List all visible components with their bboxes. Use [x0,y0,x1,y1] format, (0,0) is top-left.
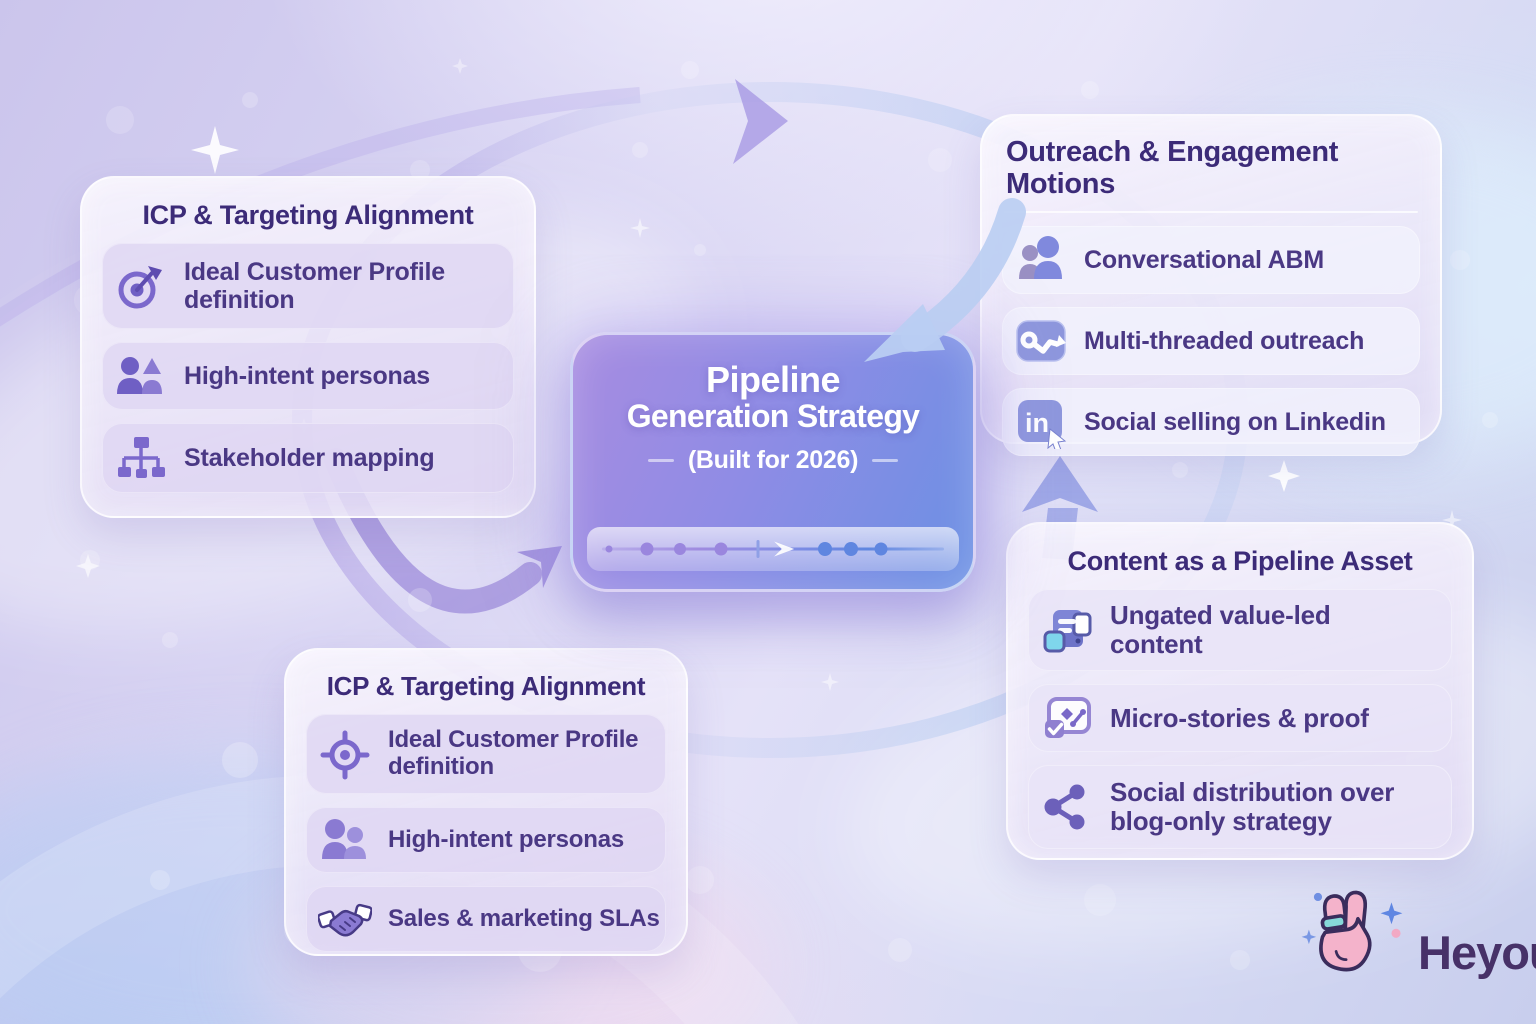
timeline-dot [714,542,728,556]
card-pipeline-strategy: Pipeline Generation Strategy (Built for … [570,332,976,592]
card-icp-targeting-bottom: ICP & Targeting Alignment Ideal Customer… [284,648,688,956]
list-item: Multi-threaded outreach [1002,306,1420,375]
timeline-strip [587,527,959,571]
timeline-dot [605,545,613,553]
list-item: High-intent personas [306,807,666,874]
people-duo-icon [1014,233,1068,287]
timeline-dot [674,543,686,555]
card-title: Content as a Pipeline Asset [1067,546,1413,576]
trend-arrow-icon [1014,314,1068,368]
timeline-tick [756,540,760,558]
up-arrowhead [1022,456,1098,512]
list-item: High-intent personas [102,342,514,411]
divider [1004,210,1418,213]
item-label: Stakeholder mapping [184,444,435,473]
item-label: High-intent personas [184,362,431,391]
timeline-dot [874,542,888,556]
content-stack-icon [1040,603,1094,657]
personas-icon [114,349,168,403]
list-item: Ungated value-led content [1028,589,1452,672]
item-label: Conversational ABM [1084,245,1324,274]
list-item: Ideal Customer Profile definition [306,714,666,795]
card-icp-targeting-top: ICP & Targeting Alignment Ideal Customer… [80,176,536,518]
item-label: Ideal Customer Profile definition [388,726,639,781]
item-label: Micro-stories & proof [1110,702,1369,733]
item-label: High-intent personas [388,825,625,853]
center-title-line1: Pipeline [705,359,841,400]
org-chart-icon [114,431,168,485]
item-label: Sales & marketing SLAs [388,904,660,932]
subtitle-dash [647,458,674,462]
handshake-icon [318,892,372,946]
story-proof-icon [1040,691,1094,745]
subtitle-dash [872,458,899,462]
card-title: ICP & Targeting Alignment [142,200,474,230]
brand-logo: Heyou [1298,880,1536,997]
item-label: Ideal Customer Profile definition [184,258,445,315]
svg-text:in: in [1025,408,1049,438]
list-item: Ideal Customer Profile definition [102,243,514,330]
timeline-dot [844,542,859,556]
item-label: Social distribution over blog-only strat… [1110,777,1395,837]
brand-name: Heyou [1418,926,1536,979]
swoosh-arrowhead [517,546,562,588]
list-item: Micro-stories & proof [1028,684,1452,753]
list-item: Sales & marketing SLAs [306,886,666,953]
peace-hand-icon [1298,880,1416,997]
center-title-line2: Generation Strategy [626,397,920,434]
card-content-pipeline-asset: Content as a Pipeline Asset Ungated valu… [1006,522,1474,860]
personas-icon [318,813,372,867]
timeline-dot [640,542,654,556]
card-title: Outreach & Engagement Motions [1006,136,1339,201]
center-subtitle: (Built for 2026) [687,445,859,474]
list-item: in Social selling on Linkedin [1002,387,1420,456]
item-label: Ungated value-led content [1110,600,1331,660]
cycle-arrowhead-top [733,79,788,164]
list-item: Stakeholder mapping [102,423,514,494]
linkedin-icon: in [1014,395,1068,449]
timeline-line [601,547,945,551]
item-label: Social selling on Linkedin [1084,407,1386,436]
item-label: Multi-threaded outreach [1084,326,1365,355]
crosshair-icon [318,727,372,781]
timeline-dot [818,542,833,556]
target-icon [114,259,168,313]
list-item: Conversational ABM [1002,225,1420,294]
share-icon [1040,780,1094,834]
card-title: ICP & Targeting Alignment [326,671,646,701]
list-item: Social distribution over blog-only strat… [1028,765,1452,850]
card-outreach-engagement: Outreach & Engagement Motions Conversati… [980,114,1442,456]
